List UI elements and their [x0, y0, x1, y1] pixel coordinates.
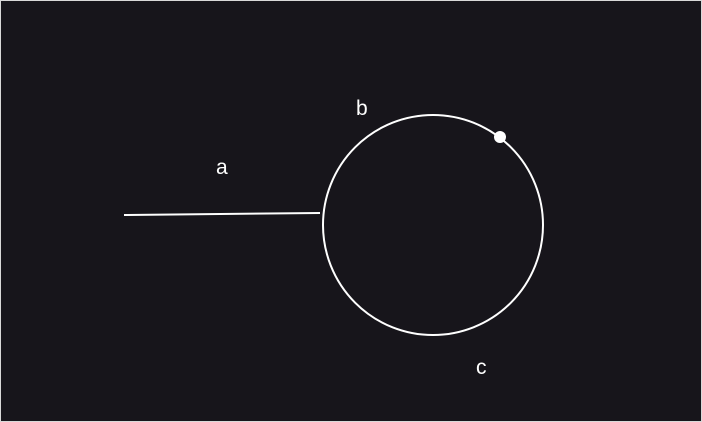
- line-segment-a: [123, 212, 321, 216]
- label-b: b: [356, 97, 368, 120]
- label-c: c: [476, 356, 487, 379]
- point-on-circle: [494, 131, 506, 143]
- label-a: a: [216, 156, 228, 179]
- circle: [322, 114, 544, 336]
